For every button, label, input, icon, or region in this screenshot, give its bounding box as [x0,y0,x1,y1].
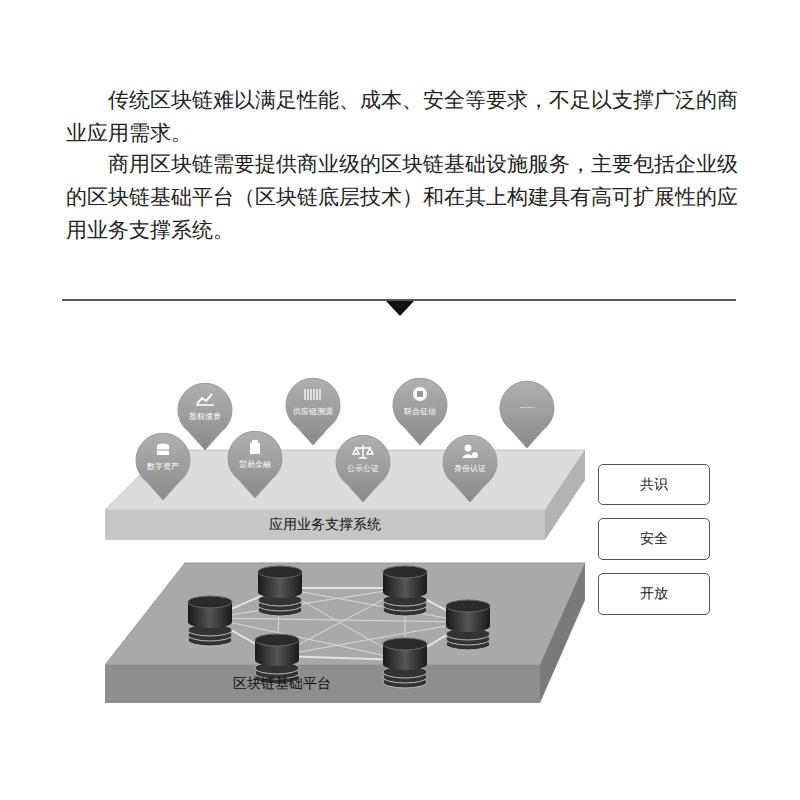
pin-label: 公示公证 [335,463,391,474]
feature-label: 安全 [640,530,668,548]
pin-label: 股权债券 [177,411,233,422]
feature-box: 开放 [598,573,710,615]
layer-band: 区块链基础平台 [105,665,540,703]
pin-label: 贸易金融 [227,459,283,470]
paragraph: 传统区块链难以满足性能、成本、安全等要求，不足以支撑广泛的商业应用需求。 [66,84,738,150]
feature-label: 开放 [640,585,668,603]
slab-front [105,510,545,540]
pin-shape [499,380,555,450]
database-cylinder [258,566,302,616]
pin-label: ...... [499,400,555,411]
database-cylinder [383,638,427,688]
feature-box: 共识 [598,464,710,505]
network-lines [210,588,468,660]
slab-side [545,450,585,540]
feature-box: 安全 [598,518,710,560]
pin-marker: 股权债券 [177,382,233,452]
database-cylinder [446,600,490,650]
layer-label: 应用业务支撑系统 [269,516,381,534]
database-nodes [188,566,490,688]
feature-label: 共识 [640,476,668,494]
pin-label: 联合征信 [392,406,448,417]
layer-label: 区块链基础平台 [233,675,331,693]
pin-marker: 供应链溯源 [285,377,341,447]
pin-marker: 联合征信 [392,377,448,447]
database-cylinder [383,566,427,616]
pin-label: 供应链溯源 [285,406,341,417]
pin-label: 身份认证 [442,463,498,474]
pin-marker: ...... [499,380,555,450]
pin-marker: 公示公证 [335,434,391,504]
layer-band: 应用业务支撑系统 [105,510,545,540]
slab-front [105,665,540,703]
slab-top [105,563,585,665]
paragraph: 商用区块链需要提供商业级的区块链基础设施服务，主要包括企业级的区块链基础平台（区… [66,148,738,247]
database-cylinder [188,596,232,646]
divider-arrow [386,301,414,316]
pin-marker: 身份认证 [442,434,498,504]
slab-side [540,563,585,703]
pin-marker: 贸易金融 [227,430,283,500]
pin-label: 数字资产 [135,461,191,472]
divider [62,299,736,301]
pin-marker: 数字资产 [135,432,191,502]
